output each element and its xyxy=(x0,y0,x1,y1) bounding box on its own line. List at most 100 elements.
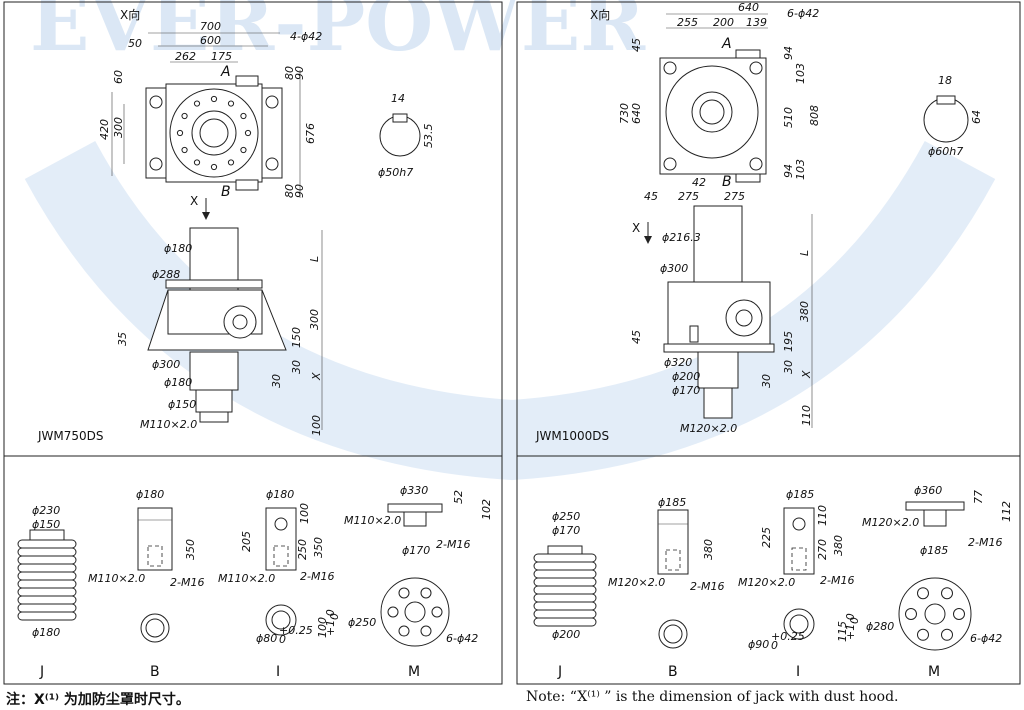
rx-view-arrow-label: X xyxy=(632,221,640,235)
bellows-fold xyxy=(533,561,597,571)
bolt-hole xyxy=(227,100,235,107)
raccI-thread: M120×2.0 xyxy=(738,576,795,589)
raccI-m16: 2-M16 xyxy=(820,574,854,587)
rdim-640: 640 xyxy=(738,1,759,14)
rdim-94b: 94 xyxy=(782,164,795,178)
dim-262: 262 xyxy=(175,50,196,63)
rdim-730: 730 xyxy=(618,103,631,124)
bellows-fold xyxy=(17,587,77,597)
bellows-fold xyxy=(17,611,77,621)
panel-jwm750-frame xyxy=(3,1,503,457)
rside-d320: ϕ320 xyxy=(664,356,692,369)
raccI-h270: 270 xyxy=(816,539,829,560)
raccB-m16: 2-M16 xyxy=(690,580,724,593)
dim-420: 420 xyxy=(98,119,111,140)
rdim-94a: 94 xyxy=(782,46,795,60)
raccI-tol90: +0.25 xyxy=(771,630,805,643)
acc1000-B-cap: ϕ185 380 M120×2.0 2-M16 B xyxy=(608,496,724,680)
accI-tol100: +1.0 xyxy=(324,609,337,636)
bellows-fold xyxy=(533,601,597,611)
acc1000-I-clevis: ϕ185 110 225 270 380 M120×2.0 2-M16 ϕ90 … xyxy=(738,488,861,680)
bolt-hole xyxy=(431,606,443,618)
accI-d80: ϕ80 xyxy=(256,632,277,645)
raccB-d185: ϕ185 xyxy=(658,496,686,509)
accJ-d180: ϕ180 xyxy=(32,626,60,639)
bolt-hole xyxy=(398,587,410,599)
panel-accessories-750-frame xyxy=(3,455,503,685)
rdim-42: 42 xyxy=(692,176,706,189)
bolt-hole xyxy=(398,625,410,637)
jwm1000-top-view: X向 640 255 200 139 6-ϕ42 A B 45 730 640 … xyxy=(590,1,821,203)
accB-d180: ϕ180 xyxy=(136,488,164,501)
bellows-fold xyxy=(533,609,597,619)
acc750-B-cap: ϕ180 350 M110×2.0 2-M16 B xyxy=(88,488,204,680)
rkey-18: 18 xyxy=(938,74,952,87)
dim-90-bottom: 90 xyxy=(293,184,306,198)
mark-B: B xyxy=(221,184,231,200)
accI-thread: M110×2.0 xyxy=(218,572,275,585)
raccI-label: I xyxy=(796,664,800,680)
bolt-hole xyxy=(210,163,218,171)
key-53-5: 53.5 xyxy=(422,124,435,149)
dim-300: 300 xyxy=(112,117,125,138)
jwm1000-key-section: 18 64 ϕ60h7 xyxy=(923,74,983,158)
accI-tol80: +0.25 xyxy=(279,624,313,637)
accM-thread: M110×2.0 xyxy=(344,514,401,527)
raccJ-d170: ϕ170 xyxy=(552,524,580,537)
accM-m16: 2-M16 xyxy=(436,538,470,551)
raccB-thread: M120×2.0 xyxy=(608,576,665,589)
raccM-h112: 112 xyxy=(1000,501,1013,522)
rside-h195: 195 xyxy=(782,331,795,352)
side-L: L xyxy=(308,256,321,262)
dim-60: 60 xyxy=(112,70,125,84)
bolt-hole xyxy=(917,587,929,600)
rmark-B: B xyxy=(722,174,732,190)
raccJ-label: J xyxy=(557,664,562,680)
accM-h102: 102 xyxy=(480,499,493,520)
dim-80-top: 80 xyxy=(283,66,296,80)
raccI-d90: ϕ90 xyxy=(748,638,769,651)
raccJ-d250: ϕ250 xyxy=(552,510,580,523)
raccI-h225: 225 xyxy=(760,527,773,548)
rdim-45b: 45 xyxy=(644,190,658,203)
raccI-h380: 380 xyxy=(832,535,845,556)
bellows-fold xyxy=(17,547,77,557)
rdim-103: 103 xyxy=(794,63,807,84)
rkey-64: 64 xyxy=(970,110,983,124)
raccM-d360: ϕ360 xyxy=(914,484,942,497)
bellows-fold xyxy=(17,603,77,613)
bolt-hole xyxy=(420,625,432,637)
note-english: Note: “X⁽¹⁾ ” is the dimension of jack w… xyxy=(526,689,899,705)
shaft-50h7: ϕ50h7 xyxy=(378,166,413,179)
bellows-fold xyxy=(533,553,597,563)
accI-h205: 205 xyxy=(240,531,253,552)
rdim-139: 139 xyxy=(746,16,767,29)
raccM-d280: ϕ280 xyxy=(866,620,894,633)
raccM-holes: 6-ϕ42 xyxy=(970,632,1002,645)
rdim-255: 255 xyxy=(677,16,698,29)
bellows-fold xyxy=(533,577,597,587)
bolt-hole xyxy=(240,146,247,154)
holes-4-42: 4-ϕ42 xyxy=(290,30,322,43)
note-chinese: 注：X⁽¹⁾ 为加防尘罩时尺寸。 xyxy=(6,692,190,708)
accM-h52: 52 xyxy=(452,490,465,504)
raccM-h77: 77 xyxy=(972,490,985,504)
raccI-tol115: +1.0 xyxy=(844,613,857,640)
rside-h380: 380 xyxy=(798,301,811,322)
panel-accessories-1000-frame xyxy=(516,455,1021,685)
accI-tol80b: 0 xyxy=(279,633,286,646)
bolt-hole xyxy=(244,129,252,137)
raccM-m16: 2-M16 xyxy=(968,536,1002,549)
model-jwm750ds: JWM750DS xyxy=(37,429,104,443)
bolt-hole xyxy=(240,112,247,120)
dim-600: 600 xyxy=(200,34,221,47)
bolt-hole xyxy=(193,159,201,166)
bolt-hole xyxy=(210,95,218,103)
accJ-d230: ϕ230 xyxy=(32,504,60,517)
bolt-hole xyxy=(181,146,188,154)
raccI-h110: 110 xyxy=(816,505,829,526)
accI-h350: 350 xyxy=(312,537,325,558)
rside-h30b: 30 xyxy=(760,374,773,388)
accM-d170: ϕ170 xyxy=(402,544,430,557)
jwm750-side-view: X ϕ180 ϕ288 35 ϕ300 ϕ180 ϕ150 M110×2.0 L… xyxy=(37,194,323,443)
